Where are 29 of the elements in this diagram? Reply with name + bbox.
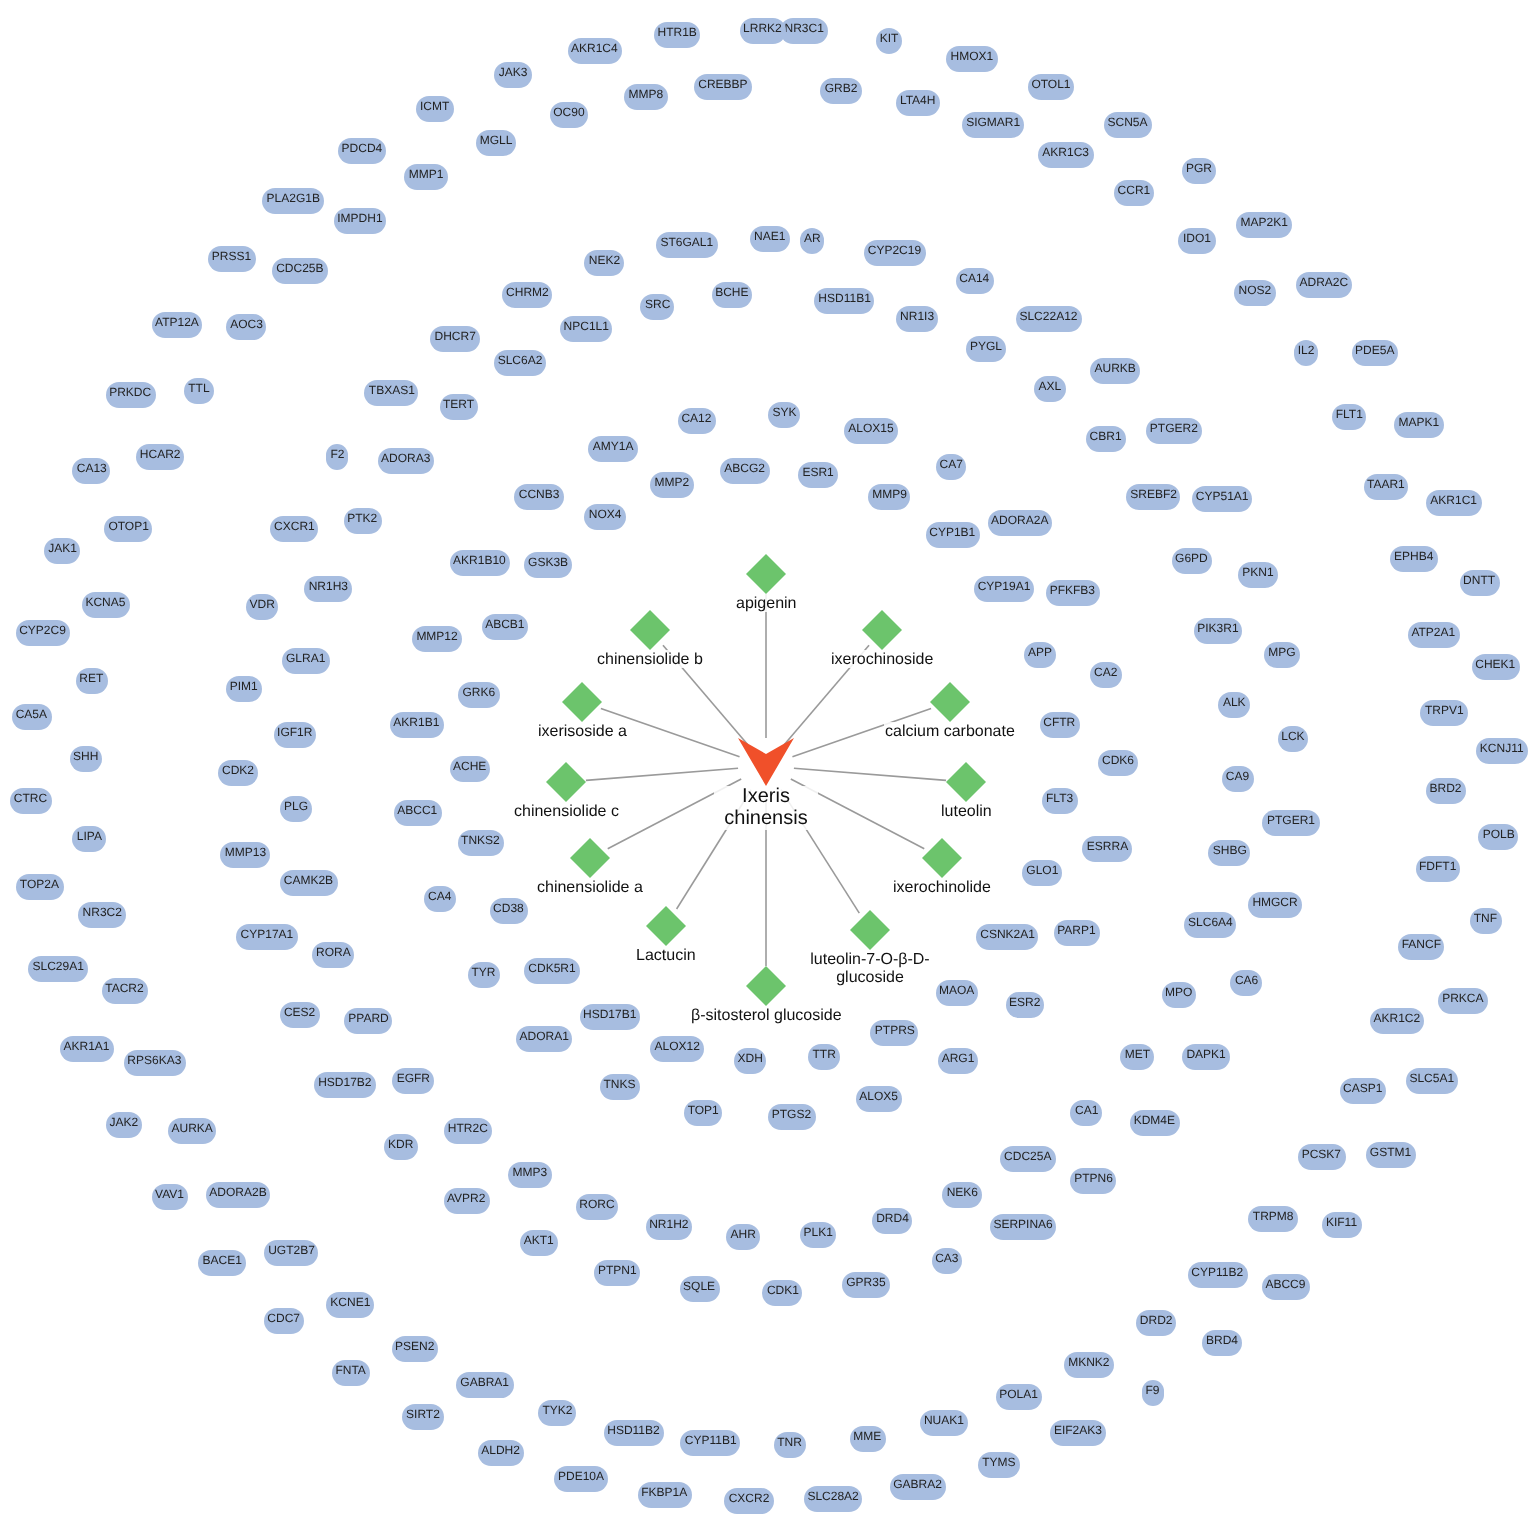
compound-node [891,838,993,896]
compound-label: chinensiolide a [535,878,645,896]
compound-node [512,762,621,820]
compound-label: calcium carbonate [883,722,1017,740]
compound-label: chinensiolide c [512,802,621,820]
compound-label: apigenin [734,594,799,612]
compound-label: luteolin [939,802,994,820]
compound-label: β-sitosterol glucoside [689,1006,844,1024]
compound-label: chinensiolide b [595,650,705,668]
compound-label: ixerochinolide [891,878,993,896]
compound-node [535,838,645,896]
compound-node [536,682,629,740]
network-edge [791,707,932,758]
compound-label: Lactucin [634,946,698,964]
network-edge [600,707,741,758]
network-edge [606,778,742,850]
compound-node [883,682,1017,740]
network-edge [790,778,926,850]
compound-node [595,610,705,668]
compound-node [829,610,936,668]
herb-node [714,738,818,830]
herb-label: Ixeris chinensis [714,786,818,830]
network-edge [793,767,947,782]
compound-label: ixerochinoside [829,650,936,668]
network-edge [585,767,739,782]
compound-node [634,906,698,964]
compound-label: ixerisoside a [536,722,629,740]
compound-node [939,762,994,820]
compound-node [734,554,799,612]
